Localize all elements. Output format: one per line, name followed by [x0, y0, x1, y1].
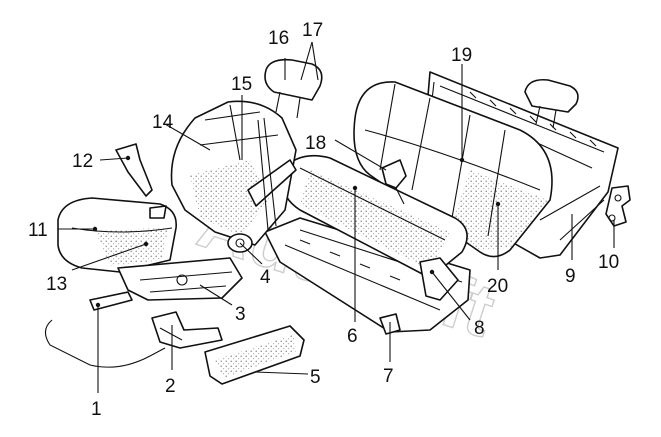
- front-headrest: [264, 58, 323, 119]
- callout-labels: 1 2 3 4 5 6 7 8 9 10 11 12 13 14 15 16 1…: [28, 20, 619, 420]
- callout-5: 5: [310, 367, 321, 388]
- callout-3: 3: [235, 304, 246, 325]
- callout-18: 18: [305, 133, 326, 154]
- callout-4: 4: [260, 267, 271, 288]
- callout-8: 8: [474, 318, 485, 339]
- rear-seat-cushion: [280, 154, 468, 301]
- leader-endpoints: [92, 155, 501, 308]
- rear-headrest: [524, 78, 579, 129]
- callout-9: 9: [565, 266, 576, 287]
- callout-11: 11: [28, 220, 48, 241]
- callout-20: 20: [487, 276, 508, 297]
- callout-2: 2: [165, 376, 176, 397]
- seat-rail-bracket: [151, 311, 223, 349]
- callout-19: 19: [451, 45, 472, 66]
- callout-13: 13: [46, 274, 67, 295]
- seat-side-cover: [204, 325, 305, 385]
- side-trim: [115, 143, 153, 197]
- callout-6: 6: [347, 326, 358, 347]
- callout-17: 17: [302, 20, 323, 41]
- callout-1: 1: [91, 399, 102, 420]
- front-seat-frame: [117, 257, 243, 301]
- leader-lines: [58, 41, 615, 393]
- hinge-bracket: [605, 185, 631, 227]
- callout-16: 16: [268, 28, 289, 49]
- rear-backrest-cushion: [353, 81, 553, 258]
- callout-12: 12: [72, 151, 93, 172]
- front-seat-cushion: [57, 197, 177, 273]
- callout-10: 10: [598, 252, 619, 273]
- callout-7: 7: [383, 366, 394, 387]
- callout-15: 15: [231, 74, 252, 95]
- front-backrest: [170, 100, 297, 246]
- seatbelt-buckle: [381, 159, 407, 205]
- callout-14: 14: [152, 112, 174, 133]
- release-cable: [44, 291, 166, 368]
